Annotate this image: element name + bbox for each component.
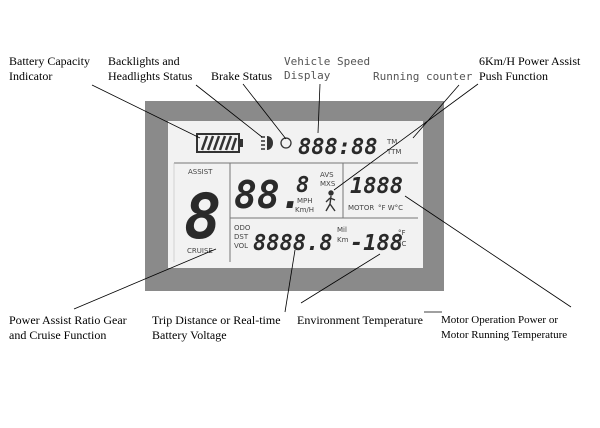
avs-label: AVS xyxy=(320,171,334,179)
motor-word: MOTOR xyxy=(348,204,374,212)
deg-f-label: °F xyxy=(398,229,406,237)
km-label: Km xyxy=(337,236,349,244)
backlights-status-label: Backlights and Headlights Status xyxy=(108,54,193,83)
walking-person-icon xyxy=(325,190,336,212)
vehicle-speed-label: Vehicle Speed Display xyxy=(284,55,371,82)
tm-label: TM xyxy=(386,138,397,146)
odo-label: ODO xyxy=(234,224,251,232)
running-counter-label: Running counter xyxy=(373,70,473,83)
brake-icon xyxy=(280,137,292,149)
brake-status-label: Brake Status xyxy=(211,69,272,83)
kmh-label: Km/H xyxy=(295,206,314,214)
vol-label: VOL xyxy=(234,242,248,250)
mxs-label: MXS xyxy=(320,180,336,188)
deg-c-label: °C xyxy=(398,240,407,248)
ttm-label: TTM xyxy=(386,148,401,156)
mph-label: MPH xyxy=(297,197,313,205)
motor-operation-label: Motor Operation Power or Motor Running T… xyxy=(441,314,568,341)
callout-lines xyxy=(73,83,572,313)
mil-label: Mil xyxy=(337,226,347,234)
temp-digits: -188 xyxy=(350,231,403,256)
speed-small-digit: 8 xyxy=(296,173,309,198)
assist-word: ASSIST xyxy=(188,168,213,176)
headlight-icon xyxy=(261,136,273,150)
cruise-word: CRUISE xyxy=(187,247,213,255)
assist-digit: 8 xyxy=(184,180,221,253)
clock-digits: 888:88 xyxy=(298,135,377,160)
speed-digits: 88. xyxy=(234,173,303,217)
push-function-label: 6Km/H Power Assist Push Function xyxy=(479,54,581,83)
battery-icon xyxy=(196,133,243,153)
trip-distance-label: Trip Distance or Real-time Battery Volta… xyxy=(152,313,281,342)
motor-unit-label: °F W°C xyxy=(378,204,403,212)
power-digits: 1888 xyxy=(350,174,403,199)
battery-capacity-label: Battery Capacity Indicator xyxy=(9,54,90,83)
environment-temp-label: Environment Temperature xyxy=(297,313,423,327)
trip-digits: 8888.8 xyxy=(253,231,332,256)
assist-ratio-label: Power Assist Ratio Gear and Cruise Funct… xyxy=(9,313,127,342)
dst-label: DST xyxy=(234,233,249,241)
